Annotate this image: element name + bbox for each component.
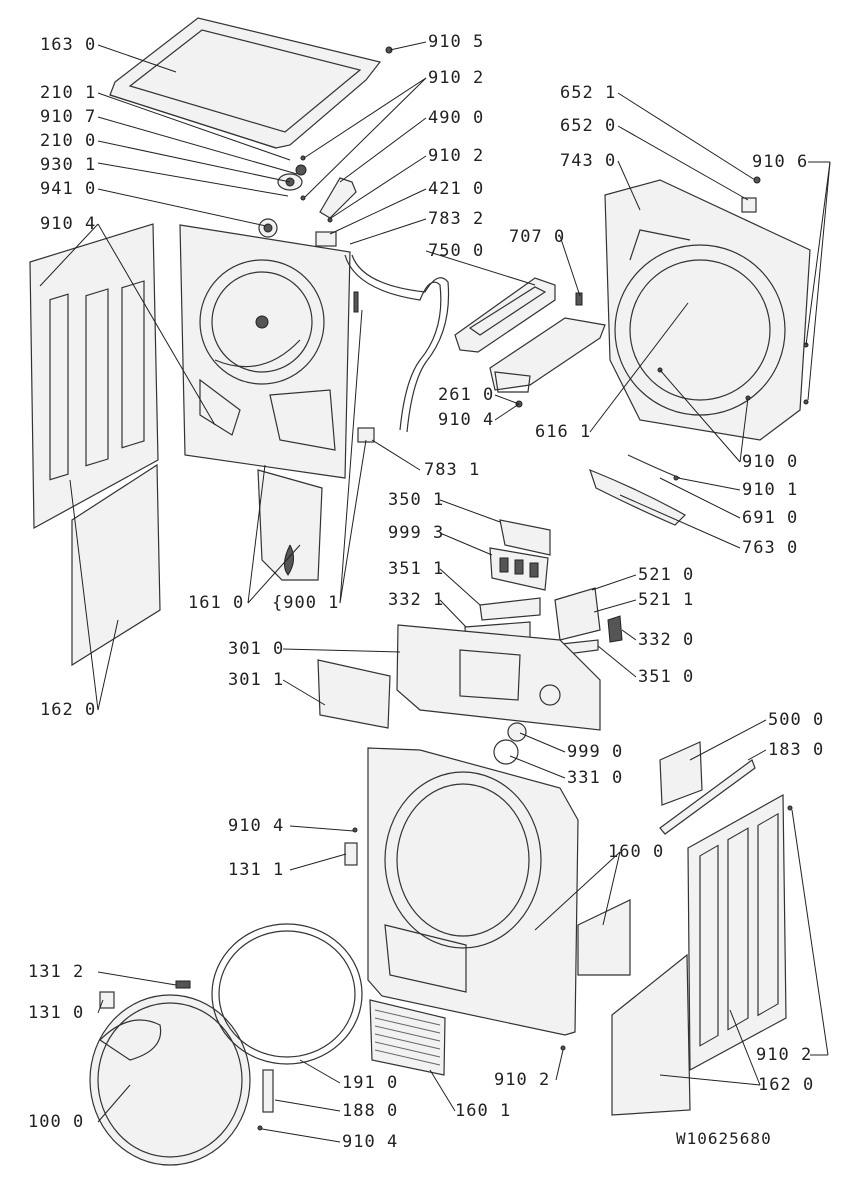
callout-label: 910 2 (494, 1070, 551, 1090)
callout-label: 131 2 (28, 962, 85, 982)
part-electronic-boards (489, 519, 551, 591)
part-hose (344, 254, 450, 443)
callout-label: 191 0 (342, 1073, 399, 1093)
part-door (89, 923, 363, 1166)
callout-label: 183 0 (768, 740, 825, 760)
callout-label: 910 4 (228, 816, 285, 836)
part-side-module (659, 741, 756, 835)
callout-label: 161 0 (188, 593, 245, 613)
callout-label: 652 1 (560, 83, 617, 103)
callout-label: 743 0 (560, 151, 617, 171)
callout-label: 301 0 (228, 639, 285, 659)
callout-label: 910 4 (342, 1132, 399, 1152)
callout-label: 490 0 (428, 108, 485, 128)
callout-label: 160 0 (608, 842, 665, 862)
callout-label: 941 0 (40, 179, 97, 199)
part-hinge-lower (344, 827, 358, 866)
callout-label: 332 0 (638, 630, 695, 650)
callout-label: 160 1 (455, 1101, 512, 1121)
callout-label: 210 1 (40, 83, 97, 103)
callout-label: 910 2 (756, 1045, 813, 1065)
part-drawer (317, 659, 391, 729)
part-left-side-panel (29, 223, 161, 667)
callout-label: 350 1 (388, 490, 445, 510)
part-front-frame (604, 176, 811, 441)
part-top-cover (109, 17, 382, 149)
callout-label: 421 0 (428, 179, 485, 199)
callout-label: 910 0 (742, 452, 799, 472)
callout-label: 131 0 (28, 1003, 85, 1023)
part-grille (369, 999, 446, 1076)
part-knob (493, 722, 527, 765)
callout-label: 332 1 (388, 590, 445, 610)
callout-label: 100 0 (28, 1112, 85, 1132)
callout-label: 331 0 (567, 768, 624, 788)
part-rear-panel (179, 224, 351, 581)
callout-label: 691 0 (742, 508, 799, 528)
callout-label: 750 0 (428, 241, 485, 261)
callout-label: 351 1 (388, 559, 445, 579)
callout-label: 910 5 (428, 32, 485, 52)
callout-label: 910 7 (40, 107, 97, 127)
callout-label: 910 2 (428, 68, 485, 88)
callout-label: 999 0 (567, 742, 624, 762)
callout-label: 351 0 (638, 667, 695, 687)
part-front-panel (367, 747, 631, 1036)
part-control-panel (396, 624, 601, 731)
part-filter (589, 454, 686, 526)
document-id: W10625680 (676, 1129, 772, 1148)
callout-label: 910 4 (40, 214, 97, 234)
callout-label: 301 1 (228, 670, 285, 690)
callout-label: 261 0 (438, 385, 495, 405)
callout-label: 616 1 (535, 422, 592, 442)
callout-label: 188 0 (342, 1101, 399, 1121)
callout-label: 783 1 (424, 460, 481, 480)
callout-label: 783 2 (428, 209, 485, 229)
callout-label: 910 1 (742, 480, 799, 500)
callout-label: 763 0 (742, 538, 799, 558)
callout-label: 930 1 (40, 155, 97, 175)
callout-label: 162 0 (758, 1075, 815, 1095)
callout-label: {900 1 (272, 593, 340, 613)
callout-label: 910 6 (752, 152, 809, 172)
callout-label: 521 0 (638, 565, 695, 585)
callout-label: 162 0 (40, 700, 97, 720)
callout-label: 210 0 (40, 131, 97, 151)
callout-label: 521 1 (638, 590, 695, 610)
part-water-container (454, 277, 606, 408)
callout-label: 500 0 (768, 710, 825, 730)
callout-label: 652 0 (560, 116, 617, 136)
leader-lines (39, 41, 831, 1143)
callout-label: 163 0 (40, 35, 97, 55)
callout-label: 131 1 (228, 860, 285, 880)
part-right-side-panel (560, 793, 793, 1116)
callout-label: 910 4 (438, 410, 495, 430)
callout-label: 999 3 (388, 523, 445, 543)
callout-label: 910 2 (428, 146, 485, 166)
callout-label: 707 0 (509, 227, 566, 247)
